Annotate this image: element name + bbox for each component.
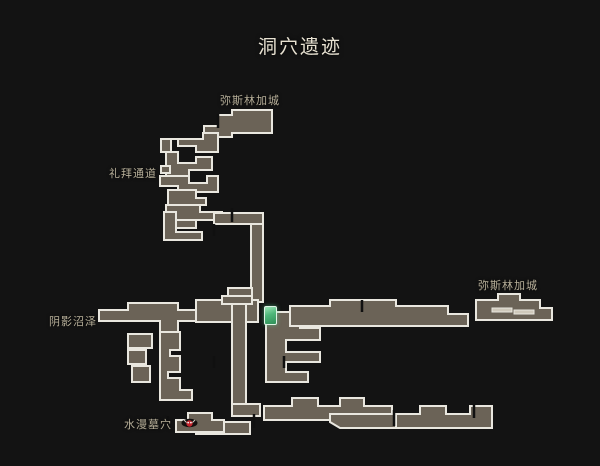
zone-label-flooded-tomb: 水漫墓穴 [124, 418, 172, 431]
room-flooded-tomb [175, 412, 225, 433]
room-swamp-small-top [227, 287, 253, 297]
room-top-entrance [203, 109, 273, 138]
room-mid-left-block-3 [131, 365, 151, 383]
map-rooms [98, 109, 553, 435]
room-chapel-bottom [163, 211, 203, 241]
corridor-bottom-slope [329, 413, 397, 429]
room-chapel-mid2 [159, 175, 219, 193]
zone-label-shadow-swamp: 阴影沼泽 [49, 315, 97, 328]
zone-label-chapel: 礼拜通道 [109, 167, 157, 180]
room-chapel-upper [160, 132, 219, 153]
room-east-terminus [475, 293, 553, 321]
platform-east-stair-1 [491, 307, 513, 313]
corridor-center-lower [231, 403, 261, 417]
room-upper-mid-notch [221, 295, 253, 305]
bench-marker-icon[interactable] [264, 306, 277, 325]
page-title: 洞穴遗迹 [257, 36, 342, 58]
room-swamp-left-corridor [98, 302, 197, 333]
room-chapel-nub [160, 165, 171, 174]
grub-marker-icon[interactable] [181, 414, 198, 428]
corridor-bottom-east [395, 405, 493, 429]
zone-label-mistlin-top: 弥斯林加城 [220, 94, 280, 107]
platform-east-stair-2 [513, 309, 535, 315]
room-mid-left-block [127, 333, 153, 349]
zone-label-mistlin-right: 弥斯林加城 [478, 279, 538, 292]
corridor-spine-top [213, 212, 264, 225]
map-doors [166, 114, 476, 428]
corridor-long-east [289, 299, 469, 327]
corridor-center-column [231, 299, 247, 405]
room-chapel-mid1 [165, 151, 213, 177]
room-mid-left-block-2 [127, 349, 147, 365]
corridor-tomb-stem [159, 331, 193, 401]
